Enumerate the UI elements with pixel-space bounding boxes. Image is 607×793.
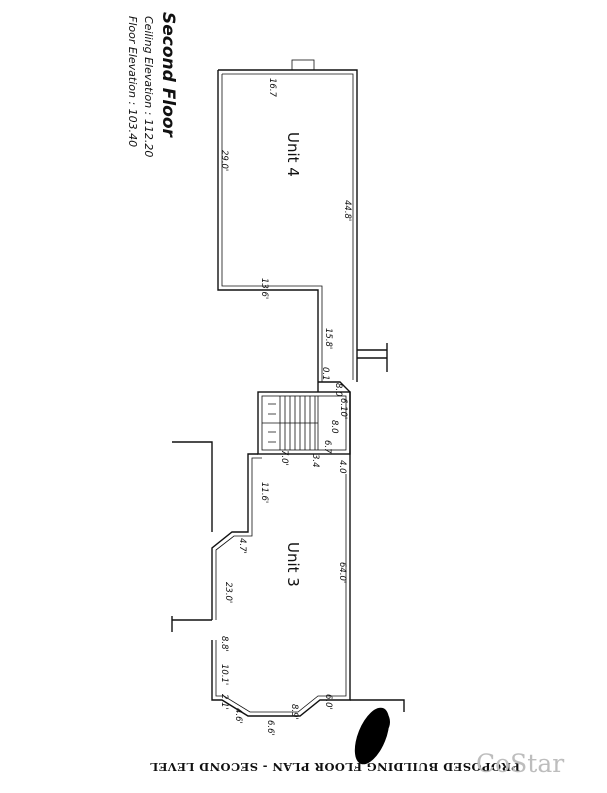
dim-bay-4: 8.9' xyxy=(289,704,299,720)
costar-watermark: CoStar xyxy=(476,749,564,778)
dim-unit3-right: 64.0' xyxy=(337,562,347,583)
dim-bay-3: 6.6' xyxy=(265,720,275,736)
dim-101: 10.1' xyxy=(219,664,229,685)
drawing-caption: PROPOSED BUILDING FLOOR PLAN - SECOND LE… xyxy=(150,760,520,774)
dim-unit3-bottom: 6.0' xyxy=(323,694,333,710)
dim-corridor: 15.8' xyxy=(323,328,333,349)
dim-stair-4: 7.0' xyxy=(279,450,289,466)
balcony-stub xyxy=(357,343,388,372)
unit3-label: Unit 3 xyxy=(284,542,302,587)
ceiling-elevation: Ceiling Elevation : 112.20 xyxy=(142,16,155,157)
dim-stair-1: 6.10' xyxy=(338,398,348,419)
dimension-labels: 16.7 29.0' 44.8' 13.6' 15.8' 0.1 8.0 6.1… xyxy=(219,78,352,736)
dim-bay-1: 2.1' xyxy=(219,694,229,710)
dim-11: 11.6' xyxy=(259,482,269,503)
dim-unit3-left: 23.0' xyxy=(223,582,233,603)
dim-stair-3: 6.7 xyxy=(322,440,332,454)
floor-elevation: Floor Elevation : 103.40 xyxy=(126,16,139,147)
dim-small-1: 0.1 xyxy=(320,367,330,381)
dim-stair-6: 4.0 xyxy=(337,460,347,474)
left-stub-lower xyxy=(171,616,212,632)
dim-88: 8.8' xyxy=(219,636,229,652)
dim-unit4-right: 44.8' xyxy=(342,200,352,221)
unit4-wall xyxy=(217,69,358,382)
chimney xyxy=(291,59,315,71)
dim-bay-2: 4.6' xyxy=(233,708,243,724)
unit3-wall xyxy=(211,453,351,717)
dim-unit4-left: 29.0' xyxy=(219,150,229,171)
dim-unit4-bottom: 13.6' xyxy=(259,278,269,299)
left-stub-upper xyxy=(172,441,213,532)
ink-blot xyxy=(354,707,390,765)
stair-core xyxy=(257,391,351,455)
corridor-wall xyxy=(317,381,351,470)
dim-stair-2: 8.0 xyxy=(329,420,339,434)
dim-stair-5: 3.4 xyxy=(310,454,320,468)
dim-top: 16.7 xyxy=(267,78,277,98)
plan-title: Second Floor xyxy=(158,12,178,139)
unit4-label: Unit 4 xyxy=(284,132,302,177)
unit4-inner-wall xyxy=(221,73,354,382)
dim-47: 4.7' xyxy=(237,538,247,554)
dim-small-2: 8.0 xyxy=(333,383,343,397)
bottom-right-stub xyxy=(350,699,405,712)
unit3-inner-wall xyxy=(215,457,347,713)
